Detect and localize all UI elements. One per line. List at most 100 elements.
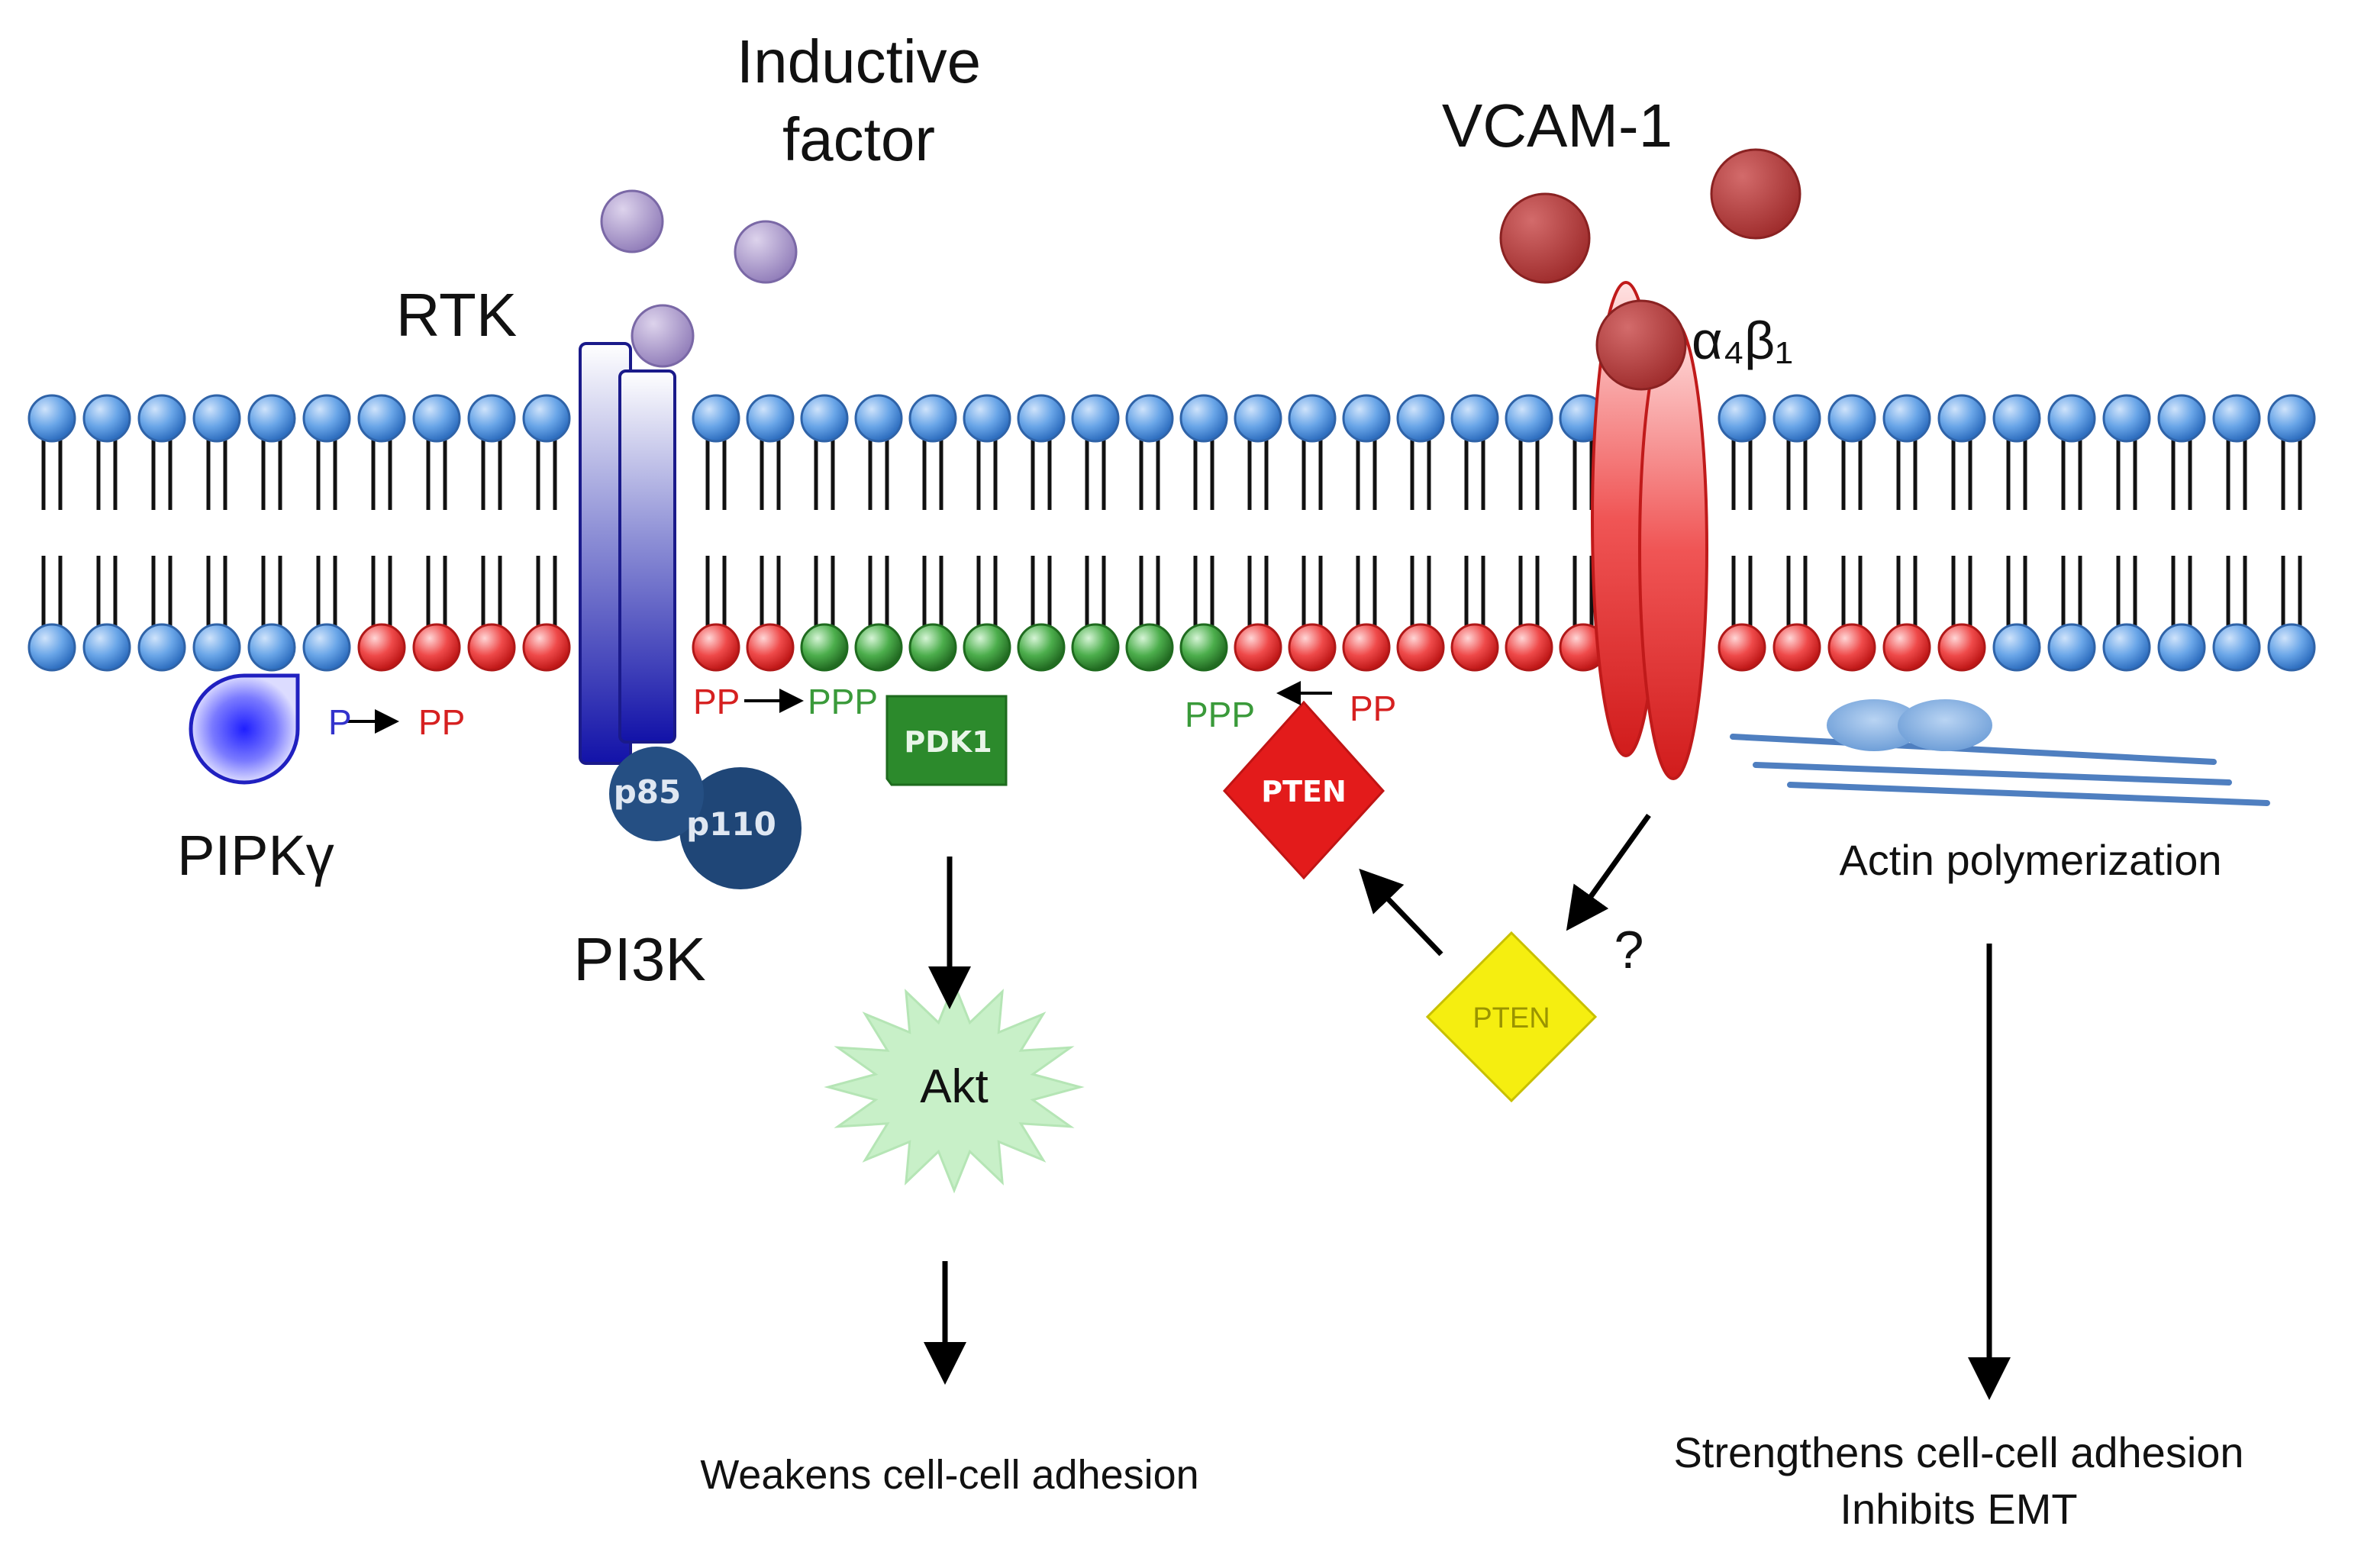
- lipid-head-inner: [1234, 623, 1282, 672]
- lipid-bilayer: [27, 394, 2316, 672]
- lipid-head-outer: [302, 394, 351, 443]
- lipid-head-inner: [2212, 623, 2261, 672]
- ligand-2: [734, 220, 798, 284]
- lipid-head-inner: [963, 623, 1011, 672]
- lipid-head-outer: [247, 394, 296, 443]
- vcam1-ligands: [1499, 148, 1801, 391]
- lipid-head-outer: [2102, 394, 2151, 443]
- pten-inactive-label: PTEN: [1472, 1002, 1550, 1034]
- actin-label: Actin polymerization: [1839, 836, 2221, 884]
- lipid-head-inner: [2157, 623, 2206, 672]
- inductive-factor-ligands: [600, 189, 798, 368]
- lipid-head-inner: [412, 623, 461, 672]
- lipid-head-inner: [692, 623, 740, 672]
- lipid-head-outer: [692, 394, 740, 443]
- lipid-head-inner: [908, 623, 957, 672]
- lipid-head-outer: [1827, 394, 1876, 443]
- pipk-gamma-label: PIPKγ: [177, 824, 334, 887]
- pten-inactive-diamond: [1425, 931, 1598, 1103]
- integrin-label: α₄β₁: [1692, 311, 1793, 370]
- lipid-head-inner: [1179, 623, 1228, 672]
- ligand-bound: [631, 304, 695, 368]
- lipid-head-outer: [1071, 394, 1120, 443]
- ppp-mid-label: PPP: [808, 682, 878, 721]
- actin-blobs: [1827, 699, 1992, 751]
- lipid-head-outer: [1450, 394, 1499, 443]
- lipid-head-inner: [1718, 623, 1766, 672]
- vcam-2: [1710, 148, 1801, 240]
- lipid-head-outer: [2212, 394, 2261, 443]
- ligand-1: [600, 189, 664, 253]
- lipid-head-inner: [1992, 623, 2041, 672]
- akt-label: Akt: [920, 1060, 989, 1113]
- lipid-head-outer: [2047, 394, 2096, 443]
- lipid-head-inner: [247, 623, 296, 672]
- lipid-head-outer: [1125, 394, 1174, 443]
- inhibits-label: Inhibits EMT: [1840, 1485, 2077, 1533]
- lipid-head-inner: [1505, 623, 1553, 672]
- lipid-head-inner: [192, 623, 241, 672]
- lipid-head-outer: [908, 394, 957, 443]
- pi3k-label: PI3K: [573, 925, 705, 993]
- rtk-label: RTK: [396, 281, 518, 349]
- pipk-gamma-shape: [189, 673, 300, 785]
- p-label: P: [328, 702, 352, 742]
- lipid-head-outer: [1937, 394, 1986, 443]
- lipid-head-outer: [1288, 394, 1337, 443]
- lipid-head-inner: [467, 623, 516, 672]
- lipid-head-inner: [1071, 623, 1120, 672]
- integrin-receptor: [1591, 281, 1708, 780]
- lipid-head-outer: [1017, 394, 1066, 443]
- lipid-head-outer: [1505, 394, 1553, 443]
- p110-subunit: [679, 767, 802, 889]
- lipid-head-outer: [27, 394, 76, 443]
- pten-activation-arrow: [1359, 868, 1443, 957]
- lipid-head-outer: [357, 394, 406, 443]
- lipid-head-outer: [522, 394, 571, 443]
- lipid-head-outer: [800, 394, 849, 443]
- lipid-head-inner: [1450, 623, 1499, 672]
- ppp-right-label: PPP: [1185, 695, 1255, 734]
- lipid-tails: [41, 438, 2302, 628]
- pdk1-label: PDK1: [904, 725, 992, 759]
- lipid-head-outer: [1882, 394, 1931, 443]
- lipid-head-outer: [137, 394, 186, 443]
- lipid-head-inner: [854, 623, 903, 672]
- p85-label: p85: [614, 773, 682, 811]
- lipid-head-outer: [2157, 394, 2206, 443]
- pp-left-label: PP: [418, 702, 465, 742]
- lipid-head-inner: [1882, 623, 1931, 672]
- lipid-head-outer: [1342, 394, 1391, 443]
- lipid-head-outer: [1179, 394, 1228, 443]
- rtk-receptor: [579, 342, 676, 765]
- inductive-factor-label-line2: factor: [782, 105, 935, 173]
- lipid-head-inner: [1827, 623, 1876, 672]
- pdk1-box: [885, 695, 1008, 786]
- lipid-head-inner: [1017, 623, 1066, 672]
- vcam1-label: VCAM-1: [1442, 92, 1672, 160]
- pi3k-complex: [609, 747, 802, 889]
- lipid-head-outer: [1234, 394, 1282, 443]
- lipid-head-inner: [302, 623, 351, 672]
- lipid-head-outer: [192, 394, 241, 443]
- lipid-head-inner: [2047, 623, 2096, 672]
- vcam-1: [1499, 192, 1591, 284]
- lipid-head-outer: [412, 394, 461, 443]
- lipid-head-outer: [2267, 394, 2316, 443]
- lipid-head-inner: [2267, 623, 2316, 672]
- pten-active-diamond: [1222, 700, 1385, 880]
- lipid-head-inner: [357, 623, 406, 672]
- weakens-label: Weakens cell-cell adhesion: [700, 1452, 1198, 1498]
- lipid-head-outer: [1718, 394, 1766, 443]
- lipid-head-outer: [854, 394, 903, 443]
- pp-right-label: PP: [1350, 689, 1396, 728]
- integrin-to-pten-arrow: [1566, 813, 1651, 931]
- pp-mid-label: PP: [693, 682, 740, 721]
- lipid-head-outer: [746, 394, 795, 443]
- lipid-head-inner: [1342, 623, 1391, 672]
- lipid-head-outer: [1396, 394, 1445, 443]
- lipid-head-outer: [1772, 394, 1821, 443]
- lipid-head-inner: [82, 623, 131, 672]
- arrows: [347, 681, 2011, 1400]
